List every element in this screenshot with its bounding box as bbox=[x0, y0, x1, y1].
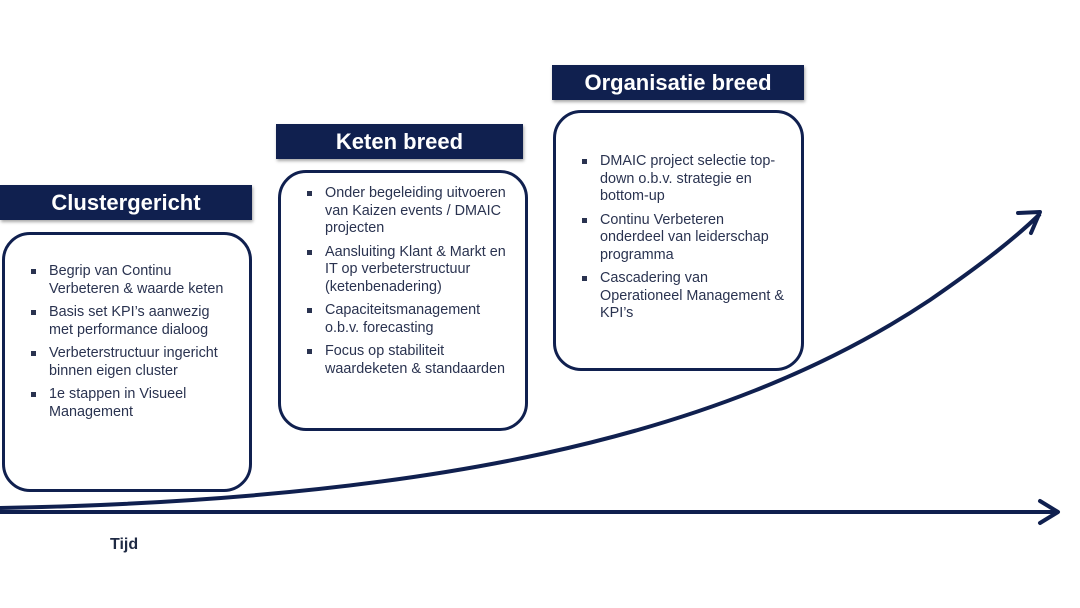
time-axis-label: Tijd bbox=[110, 536, 139, 553]
square-bullet-icon bbox=[307, 349, 312, 354]
square-bullet-icon bbox=[582, 159, 587, 164]
stage-items-list: Onder begeleiding uitvoeren van Kaizen e… bbox=[303, 185, 513, 378]
square-bullet-icon bbox=[582, 217, 587, 223]
square-bullet-icon bbox=[31, 392, 36, 397]
square-bullet-icon bbox=[307, 191, 312, 196]
square-bullet-icon bbox=[31, 351, 36, 356]
stage-card-keten-breed: Onder begeleiding uitvoeren van Kaizen e… bbox=[278, 170, 528, 431]
stage-title-organisatie-breed: Organisatie breed bbox=[552, 65, 804, 100]
square-bullet-icon bbox=[582, 276, 587, 281]
list-item: DMAIC project selectie top-down o.b.v. s… bbox=[578, 153, 789, 206]
square-bullet-icon bbox=[307, 249, 312, 255]
list-item: Begrip van Continu Verbeteren & waarde k… bbox=[27, 263, 235, 298]
square-bullet-icon bbox=[31, 310, 36, 315]
stage-card-organisatie-breed: DMAIC project selectie top-down o.b.v. s… bbox=[553, 110, 804, 371]
stage-card-clustergericht: Begrip van Continu Verbeteren & waarde k… bbox=[2, 232, 252, 492]
list-item: Capaciteitsmanagement o.b.v. forecasting bbox=[303, 302, 513, 337]
stage-title-keten-breed: Keten breed bbox=[276, 124, 523, 159]
stage-items-list: Begrip van Continu Verbeteren & waarde k… bbox=[27, 263, 235, 421]
time-axis-arrow-head-icon bbox=[1038, 499, 1060, 525]
list-item: Focus op stabiliteit waardeketen & stand… bbox=[303, 343, 513, 378]
list-item: Continu Verbeteren onderdeel van leiders… bbox=[578, 212, 789, 265]
list-item: 1e stappen in Visueel Management bbox=[27, 386, 235, 421]
stage-items-list: DMAIC project selectie top-down o.b.v. s… bbox=[578, 153, 789, 323]
list-item: Verbeterstructuur ingericht binnen eigen… bbox=[27, 345, 235, 380]
stage-title-clustergericht: Clustergericht bbox=[0, 185, 252, 220]
list-item: Aansluiting Klant & Markt en IT op verbe… bbox=[303, 244, 513, 297]
list-item: Cascadering van Operationeel Management … bbox=[578, 270, 789, 323]
growth-curve-arrow-icon bbox=[0, 212, 1042, 510]
square-bullet-icon bbox=[307, 308, 312, 313]
growth-arrow-head-icon bbox=[1016, 210, 1042, 235]
list-item: Basis set KPI’s aanwezig met performance… bbox=[27, 304, 235, 339]
list-item: Onder begeleiding uitvoeren van Kaizen e… bbox=[303, 185, 513, 238]
square-bullet-icon bbox=[31, 269, 36, 274]
